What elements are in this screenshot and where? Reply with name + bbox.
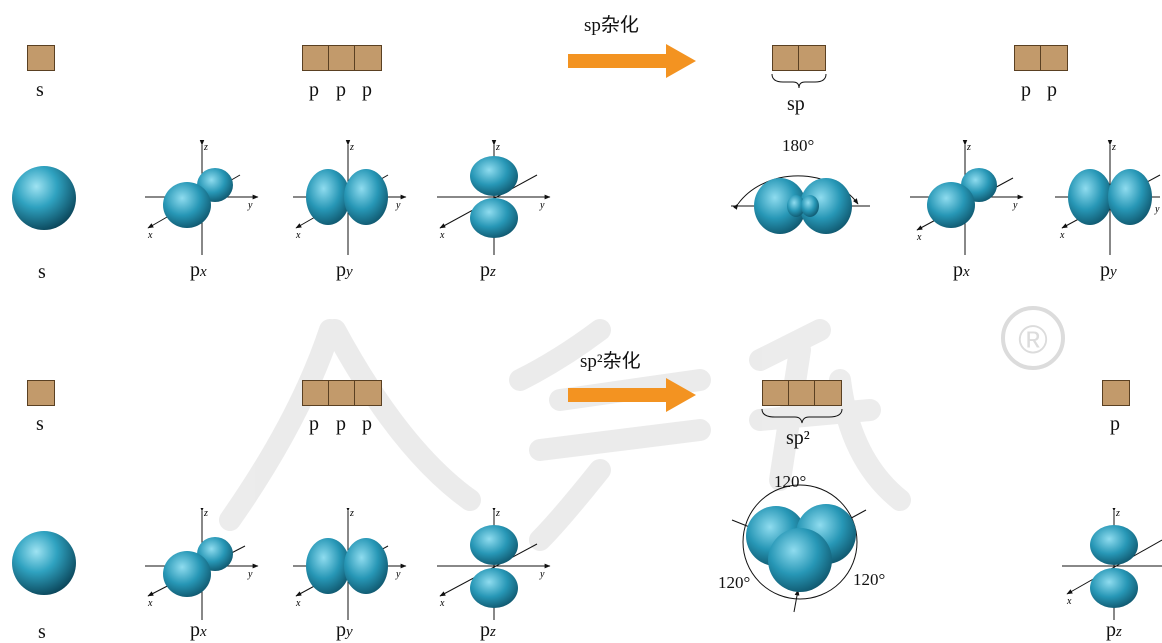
px-orbital: z y x — [140, 508, 270, 623]
s-orbital-label: s — [38, 622, 46, 642]
py-after-label: py — [1100, 260, 1117, 282]
p-orbital-boxes — [1014, 45, 1068, 71]
registered-mark-icon — [1003, 308, 1063, 368]
pz-orbital-after: z x — [1062, 508, 1162, 623]
svg-text:z: z — [203, 142, 208, 153]
py-orbital-label: py — [336, 260, 353, 282]
angle-label-180: 180° — [782, 136, 814, 156]
angle-label-120-left: 120° — [718, 573, 750, 593]
py-orbital: z y x — [288, 508, 418, 623]
svg-text:z: z — [1111, 142, 1116, 153]
p-orbital-box — [1102, 380, 1130, 406]
hybridization-label: sp²杂化 — [580, 352, 641, 372]
svg-text:x: x — [147, 230, 153, 241]
svg-text:x: x — [147, 598, 153, 609]
svg-text:y: y — [1154, 204, 1160, 215]
p-box-label: p — [309, 414, 319, 434]
svg-text:y: y — [247, 200, 253, 211]
px-orbital: z y x — [140, 140, 270, 260]
sp2-box-label: sp² — [786, 428, 810, 448]
angle-label-120-top: 120° — [774, 472, 806, 492]
hybridization-arrow — [568, 42, 698, 82]
svg-text:z: z — [349, 508, 354, 519]
px-orbital-label: px — [190, 620, 207, 642]
s-box-label: s — [36, 414, 44, 434]
svg-text:y: y — [395, 569, 401, 580]
hybridization-arrow — [568, 376, 698, 416]
sp2-hybrid-orbitals — [718, 480, 888, 620]
p-box-label: p — [362, 414, 372, 434]
p-box-label: p — [1021, 80, 1031, 100]
px-after-label: px — [953, 260, 970, 282]
p-box-label: p — [1110, 414, 1120, 434]
py-orbital-after: z y x — [1052, 140, 1162, 260]
svg-text:x: x — [1059, 230, 1065, 241]
svg-text:y: y — [247, 569, 253, 580]
p-box-label: p — [336, 414, 346, 434]
p-box-label: p — [309, 80, 319, 100]
svg-text:y: y — [1012, 200, 1018, 211]
sp-brace — [769, 72, 829, 90]
pz-after-label: pz — [1106, 620, 1122, 642]
svg-text:y: y — [539, 569, 545, 580]
svg-text:z: z — [495, 142, 500, 153]
p-box-label: p — [1047, 80, 1057, 100]
pz-orbital: z y x — [432, 508, 562, 623]
svg-text:z: z — [203, 508, 208, 519]
hybridization-label: sp杂化 — [584, 16, 639, 36]
svg-text:x: x — [439, 598, 445, 609]
s-orbital — [9, 163, 79, 233]
pz-orbital-label: pz — [480, 260, 496, 282]
sp2-brace — [759, 407, 845, 425]
sp-orbital-boxes — [772, 45, 826, 71]
svg-text:x: x — [916, 232, 922, 243]
s-orbital-box — [27, 45, 55, 71]
s-orbital-label: s — [38, 262, 46, 282]
svg-text:x: x — [295, 230, 301, 241]
svg-text:z: z — [966, 142, 971, 153]
svg-text:x: x — [439, 230, 445, 241]
s-orbital — [9, 528, 79, 598]
registered-mark: ® — [1018, 318, 1047, 362]
svg-text:z: z — [349, 142, 354, 153]
sp-box-label: sp — [787, 94, 805, 114]
p-orbital-boxes — [302, 380, 382, 406]
sp-hybrid-orbitals — [728, 140, 878, 250]
angle-label-120-right: 120° — [853, 570, 885, 590]
svg-text:x: x — [295, 598, 301, 609]
py-orbital-label: py — [336, 620, 353, 642]
p-box-label: p — [362, 80, 372, 100]
s-orbital-box — [27, 380, 55, 406]
svg-text:y: y — [539, 200, 545, 211]
pz-orbital-label: pz — [480, 620, 496, 642]
s-box-label: s — [36, 80, 44, 100]
svg-text:z: z — [1115, 508, 1120, 519]
p-orbital-boxes — [302, 45, 382, 71]
svg-text:z: z — [495, 508, 500, 519]
py-orbital: z y x — [288, 140, 418, 260]
p-box-label: p — [336, 80, 346, 100]
pz-orbital: z y x — [432, 140, 562, 260]
svg-text:y: y — [395, 200, 401, 211]
px-orbital-label: px — [190, 260, 207, 282]
sp2-orbital-boxes — [762, 380, 842, 406]
px-orbital-after: z y x — [905, 140, 1035, 260]
svg-text:x: x — [1066, 596, 1072, 607]
